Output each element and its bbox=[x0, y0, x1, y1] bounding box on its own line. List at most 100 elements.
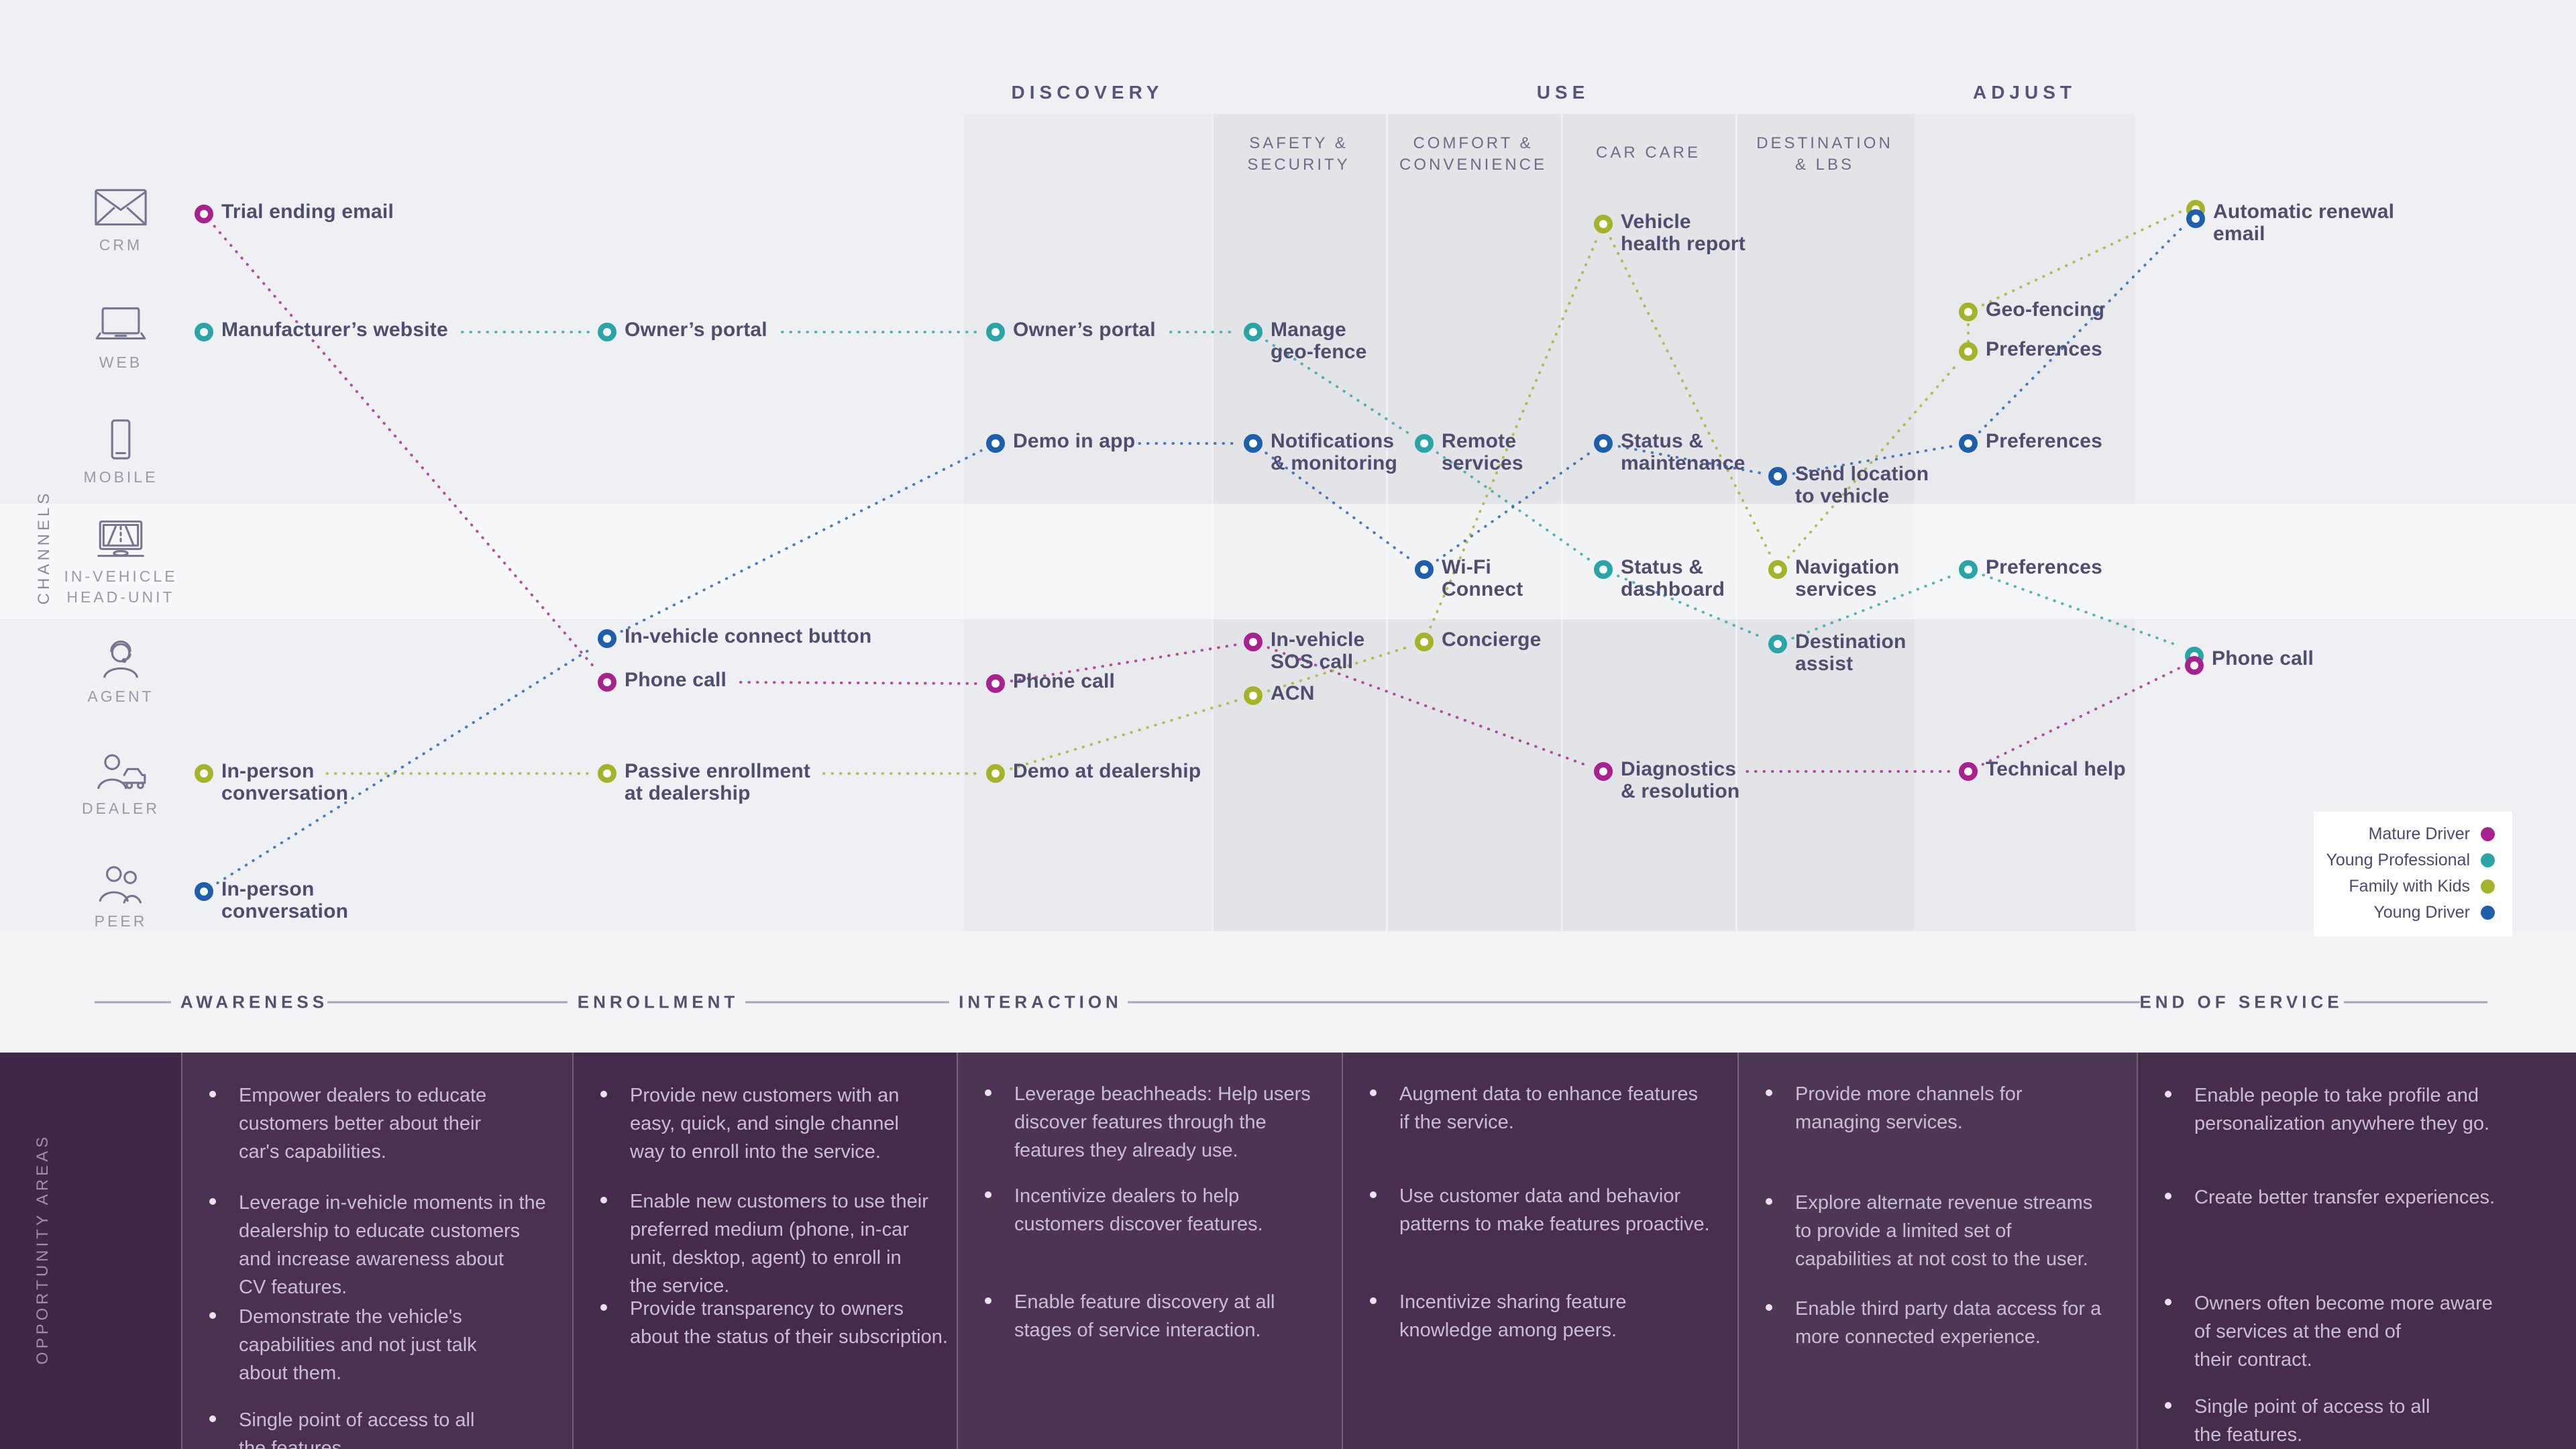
young_professional-dot bbox=[195, 323, 213, 341]
legend-label: Young Professional bbox=[2326, 851, 2470, 869]
subcolumn-safety-security: SAFETY & SECURITY bbox=[1247, 134, 1350, 174]
node-label: In-vehicle SOS call bbox=[1271, 629, 1365, 673]
family-dot bbox=[986, 764, 1005, 783]
young_driver-path-segment bbox=[1792, 445, 1954, 475]
young_driver-path-segment bbox=[1436, 451, 1592, 562]
channel-label: PEER bbox=[94, 912, 148, 930]
peer-icon bbox=[99, 866, 142, 904]
mature-path-segment bbox=[1267, 646, 1590, 767]
node-label: Preferences bbox=[1986, 338, 2102, 360]
channel-label: AGENT bbox=[87, 688, 154, 705]
head-unit-icon bbox=[97, 520, 144, 557]
young_driver-legend-dot bbox=[2481, 906, 2495, 920]
opportunity-text: Empower dealers to educate customers bet… bbox=[239, 1085, 487, 1163]
bullet-icon bbox=[2165, 1299, 2171, 1305]
node-label: Status & maintenance bbox=[1621, 430, 1746, 474]
opportunity-areas-strip bbox=[0, 1053, 181, 1449]
opportunity-item: Empower dealers to educate customers bet… bbox=[209, 1081, 487, 1166]
bullet-icon bbox=[2165, 1402, 2171, 1409]
opportunity-item: Provide more channels for managing servi… bbox=[1766, 1080, 2023, 1136]
young_professional-dot bbox=[598, 323, 616, 341]
node-label: ACN bbox=[1271, 682, 1315, 704]
node-label: Wi-Fi Connect bbox=[1442, 556, 1523, 600]
family-dot bbox=[1959, 303, 1978, 321]
opportunity-item: Enable third party data access for a mor… bbox=[1766, 1295, 2101, 1351]
node-label: Passive enrollment at dealership bbox=[625, 760, 811, 804]
opportunity-item: Single point of access to all the featur… bbox=[2165, 1393, 2430, 1449]
opportunity-text: Single point of access to all the featur… bbox=[2194, 1396, 2430, 1446]
young_driver-dot bbox=[1959, 434, 1978, 453]
family-path-segment bbox=[1429, 237, 1599, 629]
mature-path-segment bbox=[1981, 666, 2182, 766]
bullet-icon bbox=[600, 1091, 607, 1097]
bullet-icon bbox=[1766, 1198, 1772, 1205]
bullet-icon bbox=[2165, 1091, 2171, 1097]
node-label: Send location to vehicle bbox=[1795, 463, 1929, 507]
channel-web: WEB bbox=[40, 304, 201, 373]
opportunity-text: Leverage in-vehicle moments in the deale… bbox=[239, 1192, 546, 1298]
young_driver-dot bbox=[195, 882, 213, 901]
node-label: Phone call bbox=[1013, 670, 1116, 692]
family-dot bbox=[1594, 215, 1613, 233]
opportunity-item: Single point of access to all the featur… bbox=[209, 1406, 475, 1449]
opportunity-column-6: Enable people to take profile and person… bbox=[2137, 1053, 2576, 1449]
young_driver-dot bbox=[598, 629, 616, 648]
phase-adjust: ADJUST bbox=[1972, 82, 2077, 103]
young_professional-path-segment bbox=[1617, 574, 1764, 639]
opportunity-item: Incentivize sharing feature knowledge am… bbox=[1370, 1288, 1627, 1344]
opportunity-item: Provide transparency to owners about the… bbox=[600, 1295, 948, 1351]
young_driver-dot bbox=[2186, 209, 2205, 228]
family-dot bbox=[195, 764, 213, 783]
opportunity-text: Single point of access to all the featur… bbox=[239, 1409, 475, 1449]
channel-mobile: MOBILE bbox=[40, 419, 201, 488]
stage-divider-line bbox=[745, 1001, 949, 1004]
node-label: Owner’s portal bbox=[625, 319, 767, 341]
legend-row-young_professional: Young Professional bbox=[2314, 847, 2512, 873]
mature-dot bbox=[986, 674, 1005, 693]
opportunity-text: Provide new customers with an easy, quic… bbox=[630, 1085, 900, 1163]
opportunity-text: Provide transparency to owners about the… bbox=[630, 1298, 948, 1348]
young_professional-legend-dot bbox=[2481, 853, 2495, 867]
legend-label: Young Driver bbox=[2373, 903, 2470, 922]
bullet-icon bbox=[1370, 1297, 1377, 1304]
agent-icon bbox=[103, 640, 138, 678]
opportunity-text: Demonstrate the vehicle's capabilities a… bbox=[239, 1306, 477, 1384]
young_driver-path-segment bbox=[1617, 445, 1764, 475]
node-label: Automatic renewal email bbox=[2213, 201, 2395, 245]
young_professional-dot bbox=[1959, 560, 1978, 579]
node-label: Navigation services bbox=[1795, 556, 1900, 600]
opportunity-column-2: Provide new customers with an easy, quic… bbox=[572, 1053, 958, 1449]
opportunity-text: Enable people to take profile and person… bbox=[2194, 1085, 2490, 1134]
node-label: Geo-fencing bbox=[1986, 299, 2105, 321]
bullet-icon bbox=[2165, 1193, 2171, 1199]
stage-label-end-of-service: END OF SERVICE bbox=[2139, 991, 2343, 1012]
opportunity-column-1: Empower dealers to educate customers bet… bbox=[181, 1053, 574, 1449]
subcolumn-destination-lbs: DESTINATION & LBS bbox=[1756, 134, 1893, 174]
node-label: Preferences bbox=[1986, 430, 2102, 452]
family-path-segment bbox=[1609, 237, 1772, 557]
legend-row-young_driver: Young Driver bbox=[2314, 900, 2512, 926]
node-label: Owner’s portal bbox=[1013, 319, 1156, 341]
family-path-segment bbox=[1009, 698, 1240, 771]
bullet-icon bbox=[600, 1197, 607, 1203]
young_driver-dot bbox=[1244, 434, 1263, 453]
mature-path-segment bbox=[213, 225, 598, 672]
opportunity-item: Enable new customers to use their prefer… bbox=[600, 1187, 928, 1300]
young_driver-dot bbox=[1594, 434, 1613, 453]
young_driver-dot bbox=[986, 434, 1005, 453]
young_driver-dot bbox=[1768, 467, 1787, 486]
node-label: Destination assist bbox=[1795, 631, 1907, 675]
node-label: Preferences bbox=[1986, 556, 2102, 578]
opportunity-text: Owners often become more aware of servic… bbox=[2194, 1293, 2493, 1371]
family-path-segment bbox=[1786, 362, 1960, 559]
young_professional-path-segment bbox=[1265, 339, 1412, 436]
stage-divider-line bbox=[2344, 1001, 2487, 1004]
opportunity-column-3: Leverage beachheads: Help users discover… bbox=[957, 1053, 1343, 1449]
bullet-icon bbox=[1370, 1191, 1377, 1198]
opportunity-text: Incentivize dealers to help customers di… bbox=[1014, 1185, 1263, 1235]
opportunity-item: Explore alternate revenue streams to pro… bbox=[1766, 1189, 2092, 1273]
family-dot bbox=[1959, 342, 1978, 361]
opportunity-text: Enable new customers to use their prefer… bbox=[630, 1191, 928, 1297]
legend-label: Family with Kids bbox=[2349, 877, 2470, 896]
